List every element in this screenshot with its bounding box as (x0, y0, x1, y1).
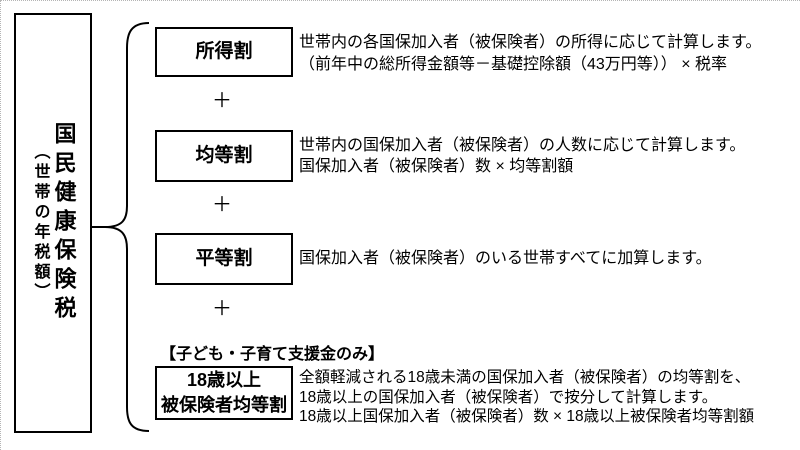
desc-per-household-rate: 国保加入者（被保険者）のいる世帯すべてに加算します。 (299, 248, 712, 270)
box-over18-per-capita-rate: 18歳以上 被保険者均等割 (155, 366, 293, 420)
tax-subtitle: （世帯の年税額） (31, 143, 49, 303)
plus-operator: ＋ (212, 90, 232, 112)
desc-line: 18歳以上国保加入者（被保険者）数 × 18歳以上被保険者均等割額 (299, 408, 755, 425)
desc-income-rate: 世帯内の各国保加入者（被保険者）の所得に応じて計算します。 （前年中の総所得金額… (299, 32, 761, 76)
box-per-capita-rate: 均等割 (155, 130, 293, 182)
desc-per-capita-rate: 世帯内の国保加入者（被保険者）の人数に応じて計算します。 国保加入者（被保険者）… (299, 135, 745, 177)
left-edge-divider (0, 0, 1, 450)
tax-title: 国民健康保険税 (51, 121, 77, 325)
box-income-rate: 所得割 (155, 27, 293, 77)
desc-line: 全額軽減される18歳未満の国保加入者（被保険者）の均等割を、 (299, 369, 751, 386)
box-per-capita-rate-label: 均等割 (195, 145, 253, 167)
box-per-household-rate: 平等割 (155, 233, 293, 285)
child-support-heading: 【子ども・子育て支援金のみ】 (160, 346, 385, 363)
box-income-rate-label: 所得割 (195, 41, 253, 63)
tax-title-box: 国民健康保険税 （世帯の年税額） (14, 13, 92, 433)
plus-operator: ＋ (212, 194, 232, 216)
desc-line: 世帯内の各国保加入者（被保険者）の所得に応じて計算します。 (299, 34, 762, 51)
desc-line: 18歳以上の国保加入者（被保険者）で按分して計算します。 (299, 388, 718, 406)
desc-line: 世帯内の国保加入者（被保険者）の人数に応じて計算します。 (299, 137, 746, 154)
plus-operator: ＋ (212, 298, 232, 320)
desc-line: 国保加入者（被保険者）数 × 均等割額 (299, 158, 574, 175)
desc-line: （前年中の総所得金額等－基礎控除額（43万円等）） × 税率 (299, 56, 728, 73)
box-per-household-rate-label: 平等割 (195, 248, 253, 270)
box-over18-label-line1: 18歳以上 (186, 370, 262, 390)
top-edge-divider (0, 0, 800, 1)
desc-line: 国保加入者（被保険者）のいる世帯すべてに加算します。 (299, 250, 712, 267)
desc-over18-per-capita-rate: 全額軽減される18歳未満の国保加入者（被保険者）の均等割を、 18歳以上の国保加… (299, 368, 754, 427)
box-over18-label-line2: 被保険者均等割 (161, 395, 287, 415)
